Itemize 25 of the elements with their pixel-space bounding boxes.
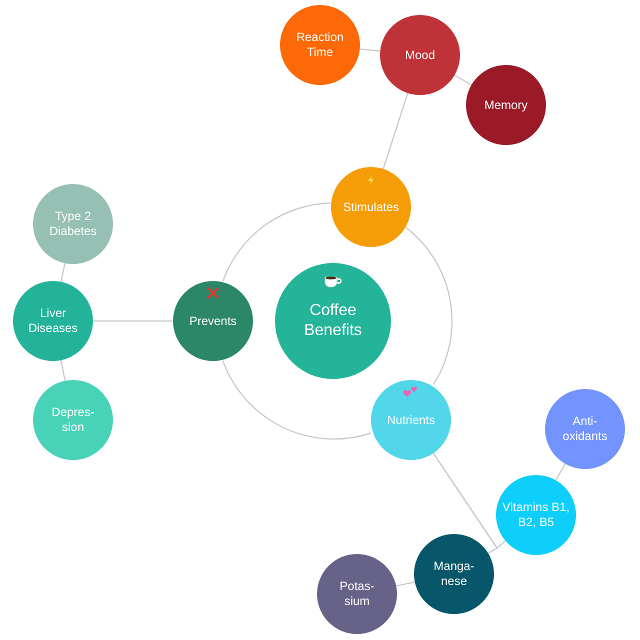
topic-label: Vitamins B1, B2, B5 bbox=[501, 500, 571, 530]
connector-line bbox=[382, 92, 408, 170]
connector-line bbox=[555, 463, 566, 481]
topic-label: Nutrients bbox=[386, 412, 436, 428]
connector-line bbox=[60, 263, 66, 282]
connector-line bbox=[222, 202, 331, 282]
connector-line bbox=[93, 320, 173, 322]
connector-line bbox=[222, 360, 372, 440]
topic-label: Stimulates bbox=[342, 200, 400, 214]
connector-line bbox=[405, 226, 452, 385]
connector-line bbox=[396, 582, 415, 586]
topic-label: Manga- nese bbox=[432, 559, 476, 589]
topic-label: Anti- oxidants bbox=[562, 414, 608, 444]
topic-label: Type 2 Diabetes bbox=[48, 209, 98, 239]
connector-line bbox=[60, 360, 66, 381]
topic-label: Reaction Time bbox=[295, 30, 345, 60]
topic-label: Mood bbox=[404, 48, 436, 62]
topic-label: Coffee Benefits bbox=[303, 301, 363, 341]
topic-label: Prevents bbox=[188, 314, 238, 328]
topic-label: Memory bbox=[483, 98, 529, 112]
topic-label: Depres- sion bbox=[50, 405, 96, 435]
topic-label: Liver Diseases bbox=[27, 306, 79, 336]
connector-line bbox=[360, 48, 380, 52]
connector-line bbox=[454, 74, 472, 86]
topic-label: Potas- sium bbox=[338, 579, 376, 609]
